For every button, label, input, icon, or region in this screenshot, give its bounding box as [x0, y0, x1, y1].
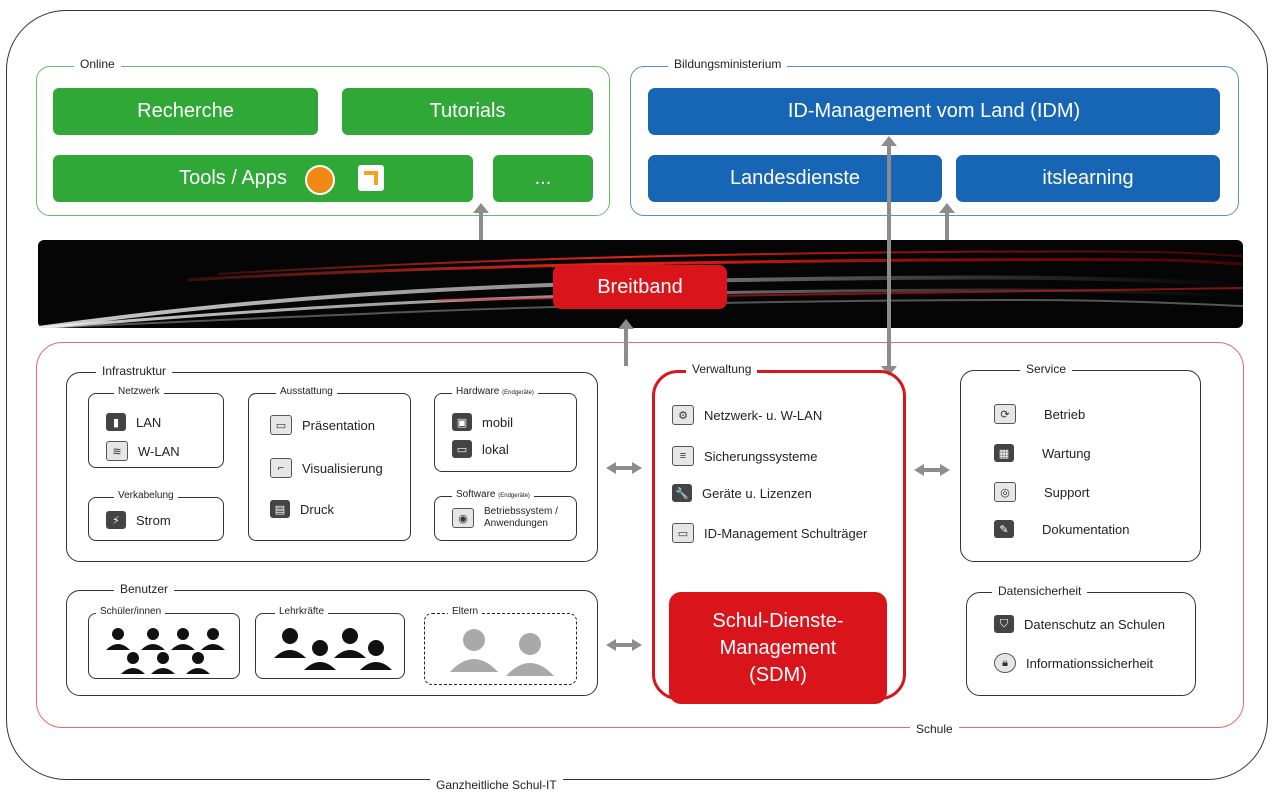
datensicherheit-label: Datensicherheit [992, 584, 1088, 598]
wifi-icon: ≋ [106, 441, 128, 461]
ministry-frame [630, 66, 1239, 216]
sdm-line1: Schul-Dienste- [712, 609, 844, 632]
visualisierung-item: ⌐Visualisierung [270, 458, 383, 478]
sdm-line3: (SDM) [749, 663, 807, 686]
verwaltung-item-sicherung: ≡Sicherungssysteme [672, 446, 817, 466]
arrow-up-itslearning-head [939, 203, 955, 213]
wlan-item: ≋W-LAN [106, 441, 180, 461]
service-item-betrieb: ⟳Betrieb [994, 404, 1085, 424]
ministry-label: Bildungsministerium [668, 57, 788, 71]
verkabelung-label: Verkabelung [114, 490, 178, 501]
schueler-people-icon [106, 628, 225, 674]
idm-button[interactable]: ID-Management vom Land (IDM) [648, 88, 1220, 135]
sdm-box[interactable]: Schul-Dienste- Management (SDM) [669, 592, 887, 704]
lan-item: ▮LAN [106, 413, 161, 431]
service-item-dokumentation: ✎Dokumentation [994, 520, 1129, 538]
schule-frame [36, 342, 1244, 728]
disc-icon: ◉ [452, 508, 474, 528]
software-item: ◉ Betriebssystem / Anwendungen [452, 506, 558, 530]
verwaltung-item-geraete: 🔧Geräte u. Lizenzen [672, 484, 812, 502]
online-frame [36, 66, 610, 216]
outer-frame [6, 10, 1268, 780]
datensicherheit-box [966, 592, 1196, 696]
ausstattung-label: Ausstattung [276, 386, 337, 397]
benutzer-box [66, 590, 598, 696]
druck-item: ▤Druck [270, 500, 334, 518]
eltern-box [424, 613, 577, 685]
lokal-item: ▭lokal [452, 440, 509, 458]
landesdienste-button[interactable]: Landesdienste [648, 155, 942, 202]
infrastruktur-label: Infrastruktur [96, 364, 173, 378]
eltern-people-icon [450, 629, 554, 676]
cycle-icon: ⟳ [994, 404, 1016, 424]
netzwerk-label: Netzwerk [114, 386, 164, 397]
mobil-item: ▣mobil [452, 413, 513, 431]
praesentation-item: ▭Präsentation [270, 415, 375, 435]
backup-icon: ≡ [672, 446, 694, 466]
tools-apps-button[interactable]: Tools / Apps [53, 155, 473, 202]
benutzer-label: Benutzer [114, 582, 175, 596]
datenschutz-item: ⛉Datenschutz an Schulen [994, 615, 1165, 633]
arrow-verwaltung-service [914, 464, 950, 476]
outer-label: Ganzheitliche Schul-IT [430, 778, 563, 792]
id-card-icon: ▭ [672, 523, 694, 543]
arrow-idm-head-top [881, 136, 897, 146]
service-label: Service [1020, 362, 1073, 376]
network-gear-icon: ⚙ [672, 405, 694, 425]
service-box [960, 370, 1201, 562]
lock-icon: 🔒︎ [994, 653, 1016, 673]
schule-label: Schule [910, 722, 959, 736]
recherche-button[interactable]: Recherche [53, 88, 318, 135]
itslearning-button[interactable]: itslearning [956, 155, 1220, 202]
arrow-up-breitband-head [618, 319, 634, 329]
lehrkraefte-box [255, 613, 405, 679]
service-item-support: ◎Support [994, 482, 1090, 502]
informationssicherheit-item: 🔒︎Informationssicherheit [994, 653, 1153, 673]
hardware-label: Hardware (Endgeräte) [452, 386, 538, 397]
maintenance-icon: ▦ [994, 444, 1014, 462]
online-label: Online [74, 57, 121, 71]
app-icon-orange [305, 165, 335, 195]
sdm-line2: Management [719, 636, 837, 659]
hardware-box [434, 393, 577, 472]
printer-icon: ▤ [270, 500, 290, 518]
plug-icon: ⚡ [106, 511, 126, 529]
more-button[interactable]: ... [493, 155, 593, 202]
verwaltung-item-idm: ▭ID-Management Schulträger [672, 523, 867, 543]
app-icon-square [358, 165, 384, 191]
eltern-label: Eltern [448, 606, 483, 617]
lifebuoy-icon: ◎ [994, 482, 1016, 502]
arrow-idm-verwaltung [887, 142, 891, 368]
arrow-up-online-head [473, 203, 489, 213]
breitband-label: Breitband [553, 265, 727, 309]
lehrkraefte-people-icon [274, 628, 392, 670]
arrow-up-online [479, 208, 483, 242]
shield-icon: ⛉ [994, 615, 1014, 633]
monitor-icon: ▭ [452, 440, 472, 458]
arrow-infrastruktur-verwaltung [606, 462, 642, 474]
edit-icon: ✎ [994, 520, 1014, 538]
devices-icon: ▣ [452, 413, 472, 431]
document-camera-icon: ⌐ [270, 458, 292, 478]
projector-icon: ▭ [270, 415, 292, 435]
verwaltung-item-netzwerk: ⚙Netzwerk- u. W-LAN [672, 405, 822, 425]
infrastruktur-box [66, 372, 598, 562]
wrench-icon: 🔧 [672, 484, 692, 502]
arrow-benutzer-verwaltung [606, 639, 642, 651]
schueler-label: Schüler/innen [96, 606, 166, 617]
arrow-up-breitband [624, 326, 628, 366]
strom-item: ⚡Strom [106, 511, 171, 529]
service-item-wartung: ▦Wartung [994, 444, 1091, 462]
tutorials-button[interactable]: Tutorials [342, 88, 593, 135]
lehrkraefte-label: Lehrkräfte [275, 606, 329, 617]
software-label: Software (Endgeräte) [452, 489, 534, 500]
verwaltung-label: Verwaltung [686, 362, 758, 376]
arrow-up-itslearning [945, 208, 949, 242]
ethernet-icon: ▮ [106, 413, 126, 431]
tools-apps-label: Tools / Apps [179, 167, 287, 189]
